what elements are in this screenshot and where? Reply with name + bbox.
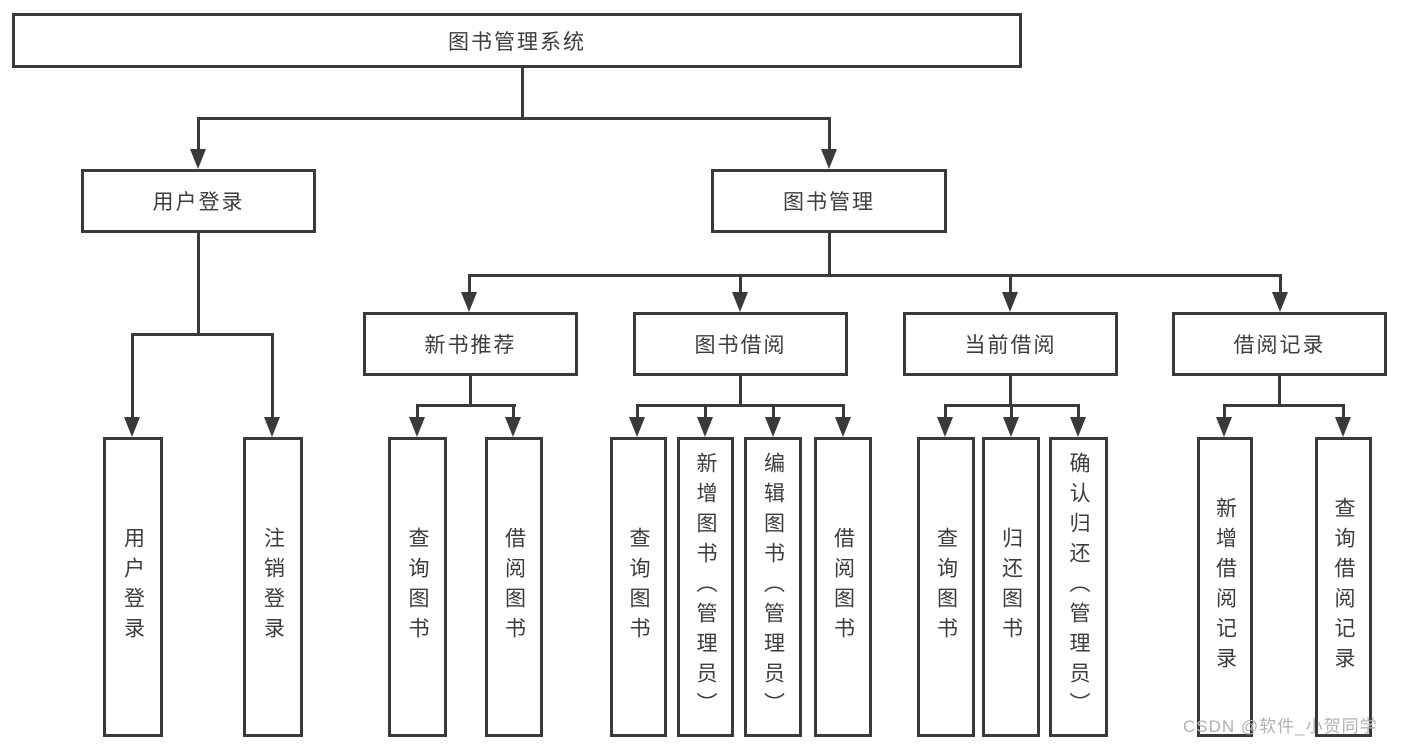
arrowhead-leaf (765, 417, 781, 437)
leaf-confirm-return-admin: 确认归还（管理员） (1049, 437, 1108, 737)
leaf-label: 确认归还（管理员） (1067, 452, 1090, 722)
leaf-label: 新增图书（管理员） (694, 452, 717, 722)
leaf-query-books-recommend: 查询图书 (388, 437, 447, 737)
leaf-query-books-current: 查询图书 (917, 437, 975, 737)
arrowhead-book-borrow (732, 292, 748, 312)
arrowhead-leaf-logout (264, 417, 280, 437)
connector-stem (772, 404, 775, 421)
connector-current-borrow-trunk (1009, 376, 1012, 407)
node-book-borrowing: 图书借阅 (633, 312, 848, 376)
leaf-query-borrow-record: 查询借阅记录 (1315, 437, 1372, 737)
arrowhead-current-borrow (1002, 292, 1018, 312)
node-new-book-recommend: 新书推荐 (363, 312, 578, 376)
node-label: 新书推荐 (424, 334, 517, 357)
node-root-library-system: 图书管理系统 (12, 13, 1022, 68)
node-label: 当前借阅 (964, 334, 1057, 357)
connector-stem (842, 404, 845, 421)
connector-stem (512, 404, 515, 421)
connector-stem-book-borrow (739, 274, 742, 296)
node-label: 用户登录 (152, 191, 245, 214)
connector-stem (704, 404, 707, 421)
connector-user-login-trunk (197, 232, 200, 336)
arrowhead-leaf (505, 417, 521, 437)
leaf-query-books-borrow: 查询图书 (610, 437, 667, 737)
leaf-label: 借阅图书 (831, 527, 855, 647)
arrowhead-new-book (461, 292, 477, 312)
leaf-user-login: 用户登录 (103, 437, 163, 737)
leaf-add-borrow-record: 新增借阅记录 (1197, 437, 1253, 737)
leaf-add-book-admin: 新增图书（管理员） (677, 437, 734, 737)
connector-stem (416, 404, 419, 421)
node-user-login: 用户登录 (81, 169, 316, 233)
leaf-label: 注销登录 (261, 527, 285, 647)
csdn-watermark: CSDN @软件_小贺同学 (1183, 717, 1378, 736)
connector-borrow-records-hbar (1223, 404, 1345, 407)
node-label: 图书管理 (783, 191, 875, 214)
leaf-label: 编辑图书（管理员） (761, 452, 785, 722)
node-current-borrowing: 当前借阅 (903, 312, 1118, 376)
leaf-label: 归还图书 (999, 527, 1023, 647)
arrowhead-book-mgmt (821, 149, 837, 169)
connector-stem-borrow-records (1279, 274, 1282, 296)
connector-stem (636, 404, 639, 421)
connector-stem-current-borrow (1009, 274, 1012, 296)
node-label: 借阅记录 (1233, 334, 1326, 357)
arrowhead-leaf (1003, 417, 1019, 437)
connector-stem-new-book (468, 274, 471, 296)
connector-book-borrow-trunk (739, 376, 742, 407)
connector-stem-user-login (197, 117, 200, 153)
leaf-label: 查询图书 (934, 527, 958, 647)
leaf-label: 查询图书 (627, 527, 650, 647)
arrowhead-leaf (697, 417, 713, 437)
connector-stem-leaf-login (131, 333, 134, 421)
leaf-label: 用户登录 (121, 527, 145, 647)
connector-book-mgmt-trunk (828, 232, 831, 277)
connector-book-borrow-hbar (636, 404, 845, 407)
connector-stem (944, 404, 947, 421)
connector-stem (1223, 404, 1226, 421)
connector-root-hbar (197, 117, 831, 120)
connector-stem-book-mgmt (828, 117, 831, 153)
connector-stem (1010, 404, 1013, 421)
arrowhead-leaf (937, 417, 953, 437)
connector-stem-leaf-logout (271, 333, 274, 421)
leaf-edit-book-admin: 编辑图书（管理员） (744, 437, 802, 737)
connector-book-mgmt-hbar (468, 274, 1282, 277)
arrowhead-leaf (1216, 417, 1232, 437)
arrowhead-leaf (835, 417, 851, 437)
leaf-return-book: 归还图书 (982, 437, 1040, 737)
leaf-label: 借阅图书 (502, 527, 526, 647)
leaf-logout: 注销登录 (243, 437, 303, 737)
leaf-label: 查询图书 (406, 527, 429, 647)
leaf-borrow-books-recommend: 借阅图书 (485, 437, 543, 737)
node-borrowing-records: 借阅记录 (1172, 312, 1387, 376)
leaf-borrow-books: 借阅图书 (814, 437, 872, 737)
node-label: 图书管理系统 (448, 30, 586, 54)
arrowhead-leaf (1335, 417, 1351, 437)
arrowhead-leaf (409, 417, 425, 437)
arrowhead-leaf (629, 417, 645, 437)
connector-root-trunk (521, 68, 524, 120)
connector-stem (1342, 404, 1345, 421)
leaf-label: 查询借阅记录 (1332, 497, 1355, 677)
arrowhead-user-login (190, 149, 206, 169)
leaf-label: 新增借阅记录 (1213, 497, 1237, 677)
arrowhead-leaf-login (124, 417, 140, 437)
connector-borrow-records-trunk (1278, 376, 1281, 407)
node-label: 图书借阅 (694, 334, 787, 357)
node-book-management: 图书管理 (711, 169, 947, 233)
connector-new-book-hbar (416, 404, 516, 407)
arrowhead-leaf (1070, 417, 1086, 437)
connector-stem (1077, 404, 1080, 421)
arrowhead-borrow-records (1272, 292, 1288, 312)
connector-user-login-hbar (131, 333, 274, 336)
connector-new-book-trunk (469, 376, 472, 407)
